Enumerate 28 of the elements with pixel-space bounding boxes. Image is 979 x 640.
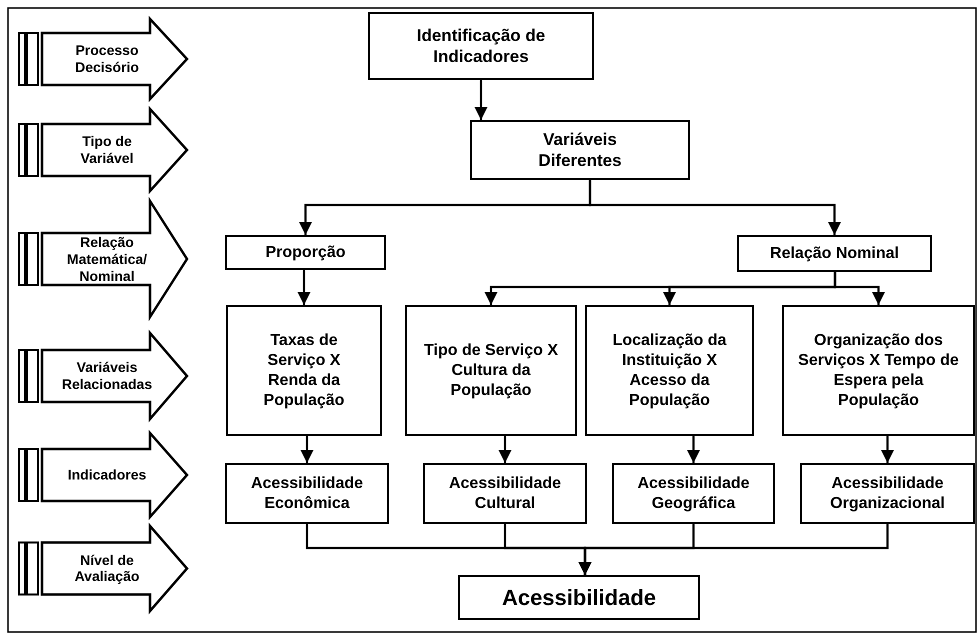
stage-label: Tipo de Variável <box>80 133 134 167</box>
arrow <box>300 436 314 463</box>
arrow <box>578 524 889 575</box>
process-box: Acessibilidade <box>458 575 700 620</box>
process-box: Proporção <box>225 235 386 270</box>
process-box: Organização dos Serviços X Tempo de Espera pela População <box>782 305 975 436</box>
arrow <box>498 436 512 463</box>
stage-label: Nível de Avaliação <box>74 552 140 586</box>
process-box: Acessibilidade Organizacional <box>800 463 975 524</box>
stage-label: Indicadores <box>66 466 148 484</box>
process-box: Tipo de Serviço X Cultura da População <box>405 305 577 436</box>
process-box: Acessibilidade Cultural <box>423 463 587 524</box>
arrow <box>686 436 700 463</box>
stage-label: Relação Matemática/ Nominal <box>66 234 148 284</box>
process-box: Localização da Instituição X Acesso da População <box>585 305 754 436</box>
arrow <box>588 180 842 235</box>
arrow <box>834 272 886 305</box>
process-box: Identificação de Indicadores <box>368 12 594 80</box>
arrow <box>297 270 311 305</box>
process-box: Acessibilidade Econômica <box>225 463 389 524</box>
process-box: Taxas de Serviço X Renda da População <box>226 305 382 436</box>
arrow <box>474 80 488 120</box>
stage-label: Processo Decisório <box>74 42 140 76</box>
process-box: Acessibilidade Geográfica <box>612 463 775 524</box>
arrow <box>880 436 894 463</box>
process-box: Variáveis Diferentes <box>470 120 690 180</box>
process-box: Relação Nominal <box>737 235 932 272</box>
stage-label: Variáveis Relacionadas <box>60 359 154 393</box>
